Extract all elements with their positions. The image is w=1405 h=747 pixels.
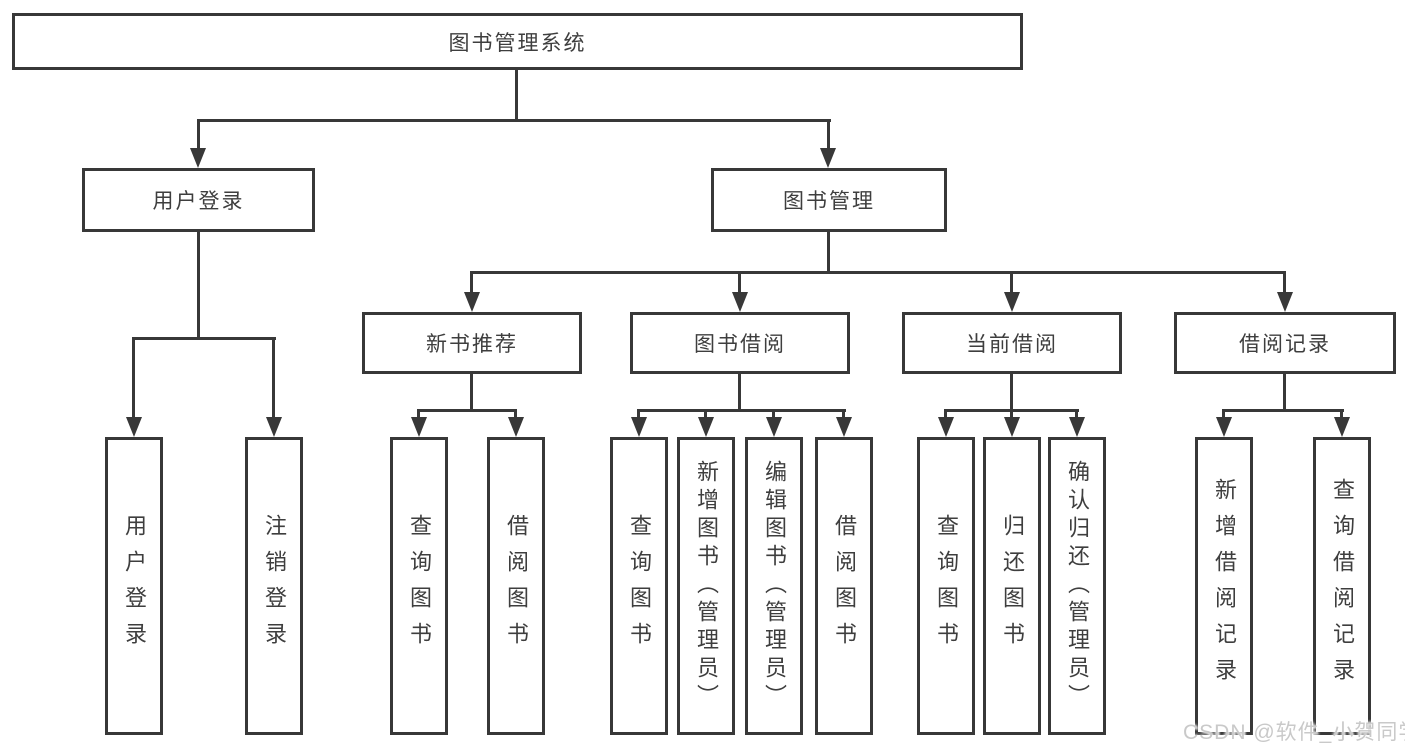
node-user-login: 用户登录 (82, 168, 315, 232)
connector-vline (1222, 409, 1225, 419)
leaf-add-borrow-record: 新增借阅记录 (1195, 437, 1253, 735)
arrow-down-icon (766, 417, 782, 437)
connector-hline (470, 271, 1286, 274)
arrow-down-icon (411, 417, 427, 437)
connector-hline (637, 409, 846, 412)
arrow-down-icon (266, 417, 282, 437)
leaf-edit-book-admin: 编辑图书（管理员） (745, 437, 803, 735)
arrow-down-icon (1004, 292, 1020, 312)
leaf-user-login: 用户登录 (105, 437, 163, 735)
node-user-login-label: 用户登录 (152, 190, 245, 213)
arrow-down-icon (938, 417, 954, 437)
leaf-query-borrow-record-label: 查询借阅记录 (1330, 478, 1355, 694)
arrow-down-icon (1069, 417, 1085, 437)
arrow-down-icon (820, 148, 836, 168)
connector-vline (944, 409, 947, 419)
leaf-query-books-current-label: 查询图书 (934, 514, 959, 658)
connector-vline (704, 409, 707, 419)
connector-vline (1010, 374, 1013, 411)
connector-vline (1010, 409, 1013, 419)
leaf-borrow-books-recommend: 借阅图书 (487, 437, 545, 735)
leaf-query-books-recommend: 查询图书 (390, 437, 448, 735)
connector-vline (272, 337, 275, 417)
node-book-borrow-label: 图书借阅 (694, 333, 786, 356)
leaf-add-borrow-record-label: 新增借阅记录 (1212, 478, 1237, 694)
connector-vline (842, 409, 845, 419)
connector-vline (197, 119, 200, 149)
connector-vline (1075, 409, 1078, 419)
leaf-borrow-books-recommend-label: 借阅图书 (504, 514, 529, 658)
leaf-borrow-books: 借阅图书 (815, 437, 873, 735)
connector-vline (827, 232, 830, 273)
node-new-book-recommend: 新书推荐 (362, 312, 582, 374)
arrow-down-icon (126, 417, 142, 437)
node-current-borrow-label: 当前借阅 (966, 333, 1058, 356)
arrow-down-icon (631, 417, 647, 437)
connector-vline (132, 337, 135, 417)
connector-hline (417, 409, 517, 412)
arrow-down-icon (1334, 417, 1350, 437)
leaf-query-books-current: 查询图书 (917, 437, 975, 735)
connector-vline (1010, 271, 1013, 292)
connector-vline (772, 409, 775, 419)
connector-vline (514, 409, 517, 419)
node-new-book-recommend-label: 新书推荐 (426, 333, 518, 356)
connector-vline (637, 409, 640, 419)
connector-vline (470, 271, 473, 292)
leaf-borrow-books-label: 借阅图书 (832, 514, 857, 658)
arrow-down-icon (698, 417, 714, 437)
arrow-down-icon (1277, 292, 1293, 312)
node-borrow-records-label: 借阅记录 (1239, 333, 1331, 356)
node-book-management-label: 图书管理 (783, 190, 875, 213)
arrow-down-icon (464, 292, 480, 312)
node-book-management: 图书管理 (711, 168, 947, 232)
connector-hline (1222, 409, 1344, 412)
connector-vline (738, 271, 741, 292)
arrow-down-icon (190, 148, 206, 168)
node-current-borrow: 当前借阅 (902, 312, 1122, 374)
leaf-add-book-admin: 新增图书（管理员） (677, 437, 735, 735)
connector-vline (417, 409, 420, 419)
arrow-down-icon (508, 417, 524, 437)
connector-vline (470, 374, 473, 411)
leaf-return-book-label: 归还图书 (1000, 514, 1025, 658)
leaf-edit-book-admin-label: 编辑图书（管理员） (762, 460, 787, 712)
connector-vline (738, 374, 741, 411)
node-book-borrow: 图书借阅 (630, 312, 850, 374)
leaf-query-books-borrow: 查询图书 (610, 437, 668, 735)
leaf-query-books-recommend-label: 查询图书 (407, 514, 432, 658)
connector-vline (197, 232, 200, 337)
node-root: 图书管理系统 (12, 13, 1023, 70)
arrow-down-icon (1216, 417, 1232, 437)
leaf-query-books-borrow-label: 查询图书 (627, 514, 652, 658)
leaf-logout: 注销登录 (245, 437, 303, 735)
arrow-down-icon (732, 292, 748, 312)
leaf-user-login-label: 用户登录 (122, 514, 147, 658)
leaf-return-book: 归还图书 (983, 437, 1041, 735)
connector-vline (1283, 271, 1286, 292)
arrow-down-icon (836, 417, 852, 437)
connector-hline (132, 337, 276, 340)
leaf-add-book-admin-label: 新增图书（管理员） (694, 460, 719, 712)
leaf-confirm-return-admin: 确认归还（管理员） (1048, 437, 1106, 735)
leaf-query-borrow-record: 查询借阅记录 (1313, 437, 1371, 735)
connector-hline (197, 119, 831, 122)
node-root-label: 图书管理系统 (448, 31, 587, 55)
connector-vline (515, 70, 518, 120)
node-borrow-records: 借阅记录 (1174, 312, 1396, 374)
leaf-confirm-return-admin-label: 确认归还（管理员） (1065, 460, 1090, 712)
connector-vline (827, 119, 830, 149)
csdn-watermark: CSDN @软件_小贺同学 (1183, 721, 1405, 744)
connector-vline (1340, 409, 1343, 419)
connector-vline (1283, 374, 1286, 411)
leaf-logout-label: 注销登录 (262, 514, 287, 658)
arrow-down-icon (1004, 417, 1020, 437)
